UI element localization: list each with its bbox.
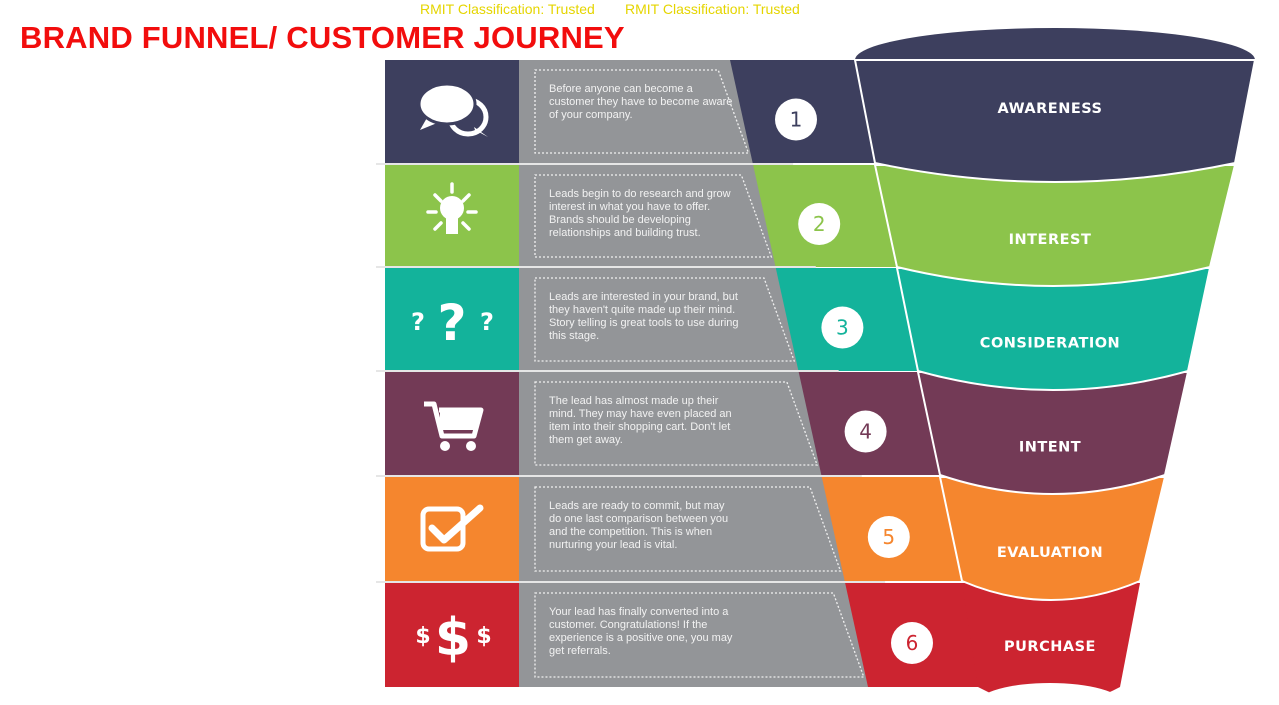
funnel-band-evaluation bbox=[938, 476, 1167, 601]
stage-description: Your lead has finally converted into a c… bbox=[549, 606, 733, 657]
description-band bbox=[519, 583, 868, 687]
step-number-circle bbox=[844, 410, 887, 453]
funnel-bottom-opening bbox=[978, 683, 1122, 705]
svg-text:$: $ bbox=[476, 624, 491, 649]
funnel-band-purchase bbox=[962, 583, 1140, 705]
stage-row-intent: 4 bbox=[385, 372, 985, 475]
description-band bbox=[519, 60, 753, 163]
stage-label: CONSIDERATION bbox=[980, 336, 1120, 352]
dollar-signs-icon: $$$ bbox=[415, 608, 491, 668]
stage-row-purchase: $$$6 bbox=[385, 583, 985, 687]
stage-label: PURCHASE bbox=[1004, 639, 1096, 655]
stage-label: AWARENESS bbox=[998, 101, 1103, 117]
checkbox-icon bbox=[420, 504, 484, 552]
description-band bbox=[519, 165, 776, 267]
step-number: 3 bbox=[836, 316, 849, 340]
stage-description: Leads are ready to commit, but may do on… bbox=[549, 500, 729, 551]
lightbulb-icon bbox=[426, 182, 478, 234]
stage-row-evaluation: 5 bbox=[385, 477, 985, 581]
stage-description: Before anyone can become a customer they… bbox=[549, 83, 733, 121]
step-number-circle bbox=[891, 622, 933, 664]
question-marks-icon: ??? bbox=[411, 294, 494, 352]
svg-text:$: $ bbox=[415, 624, 430, 649]
description-box bbox=[534, 277, 796, 362]
stage-description: Leads begin to do research and grow inte… bbox=[549, 188, 731, 239]
description-band bbox=[519, 477, 845, 581]
classification-label-overlay: RMIT Classification: Trusted bbox=[625, 1, 800, 17]
step-number-circle bbox=[867, 516, 910, 558]
description-box bbox=[534, 69, 750, 154]
description-band bbox=[519, 268, 799, 371]
classification-label: RMIT Classification: Trusted bbox=[420, 1, 595, 17]
svg-text:$: $ bbox=[435, 608, 471, 668]
description-band bbox=[519, 372, 822, 475]
step-number-circle bbox=[798, 203, 841, 245]
step-number-circle bbox=[775, 98, 817, 141]
funnel-band-consideration bbox=[895, 267, 1212, 391]
funnel-band-interest bbox=[873, 164, 1237, 287]
page-title: BRAND FUNNEL/ CUSTOMER JOURNEY bbox=[20, 20, 625, 55]
step-number: 4 bbox=[859, 420, 872, 444]
shopping-cart-icon bbox=[424, 401, 484, 451]
stage-row-consideration: ??? 3 bbox=[385, 268, 985, 371]
step-number-circle bbox=[821, 306, 864, 349]
description-box bbox=[534, 174, 773, 258]
stage-label: INTENT bbox=[1019, 440, 1081, 456]
chat-bubbles-icon bbox=[417, 82, 489, 137]
stage-description: Leads are interested in your brand, but … bbox=[549, 291, 739, 342]
description-box bbox=[534, 592, 865, 678]
stage-label: EVALUATION bbox=[997, 545, 1103, 561]
step-number: 2 bbox=[813, 212, 826, 236]
funnel-band-intent bbox=[916, 371, 1190, 495]
step-number: 6 bbox=[906, 631, 919, 655]
svg-text:?: ? bbox=[480, 308, 494, 336]
description-box bbox=[534, 381, 819, 466]
funnel-band-awareness bbox=[853, 59, 1257, 183]
step-number: 5 bbox=[882, 525, 895, 549]
description-box bbox=[534, 486, 842, 572]
svg-text:?: ? bbox=[411, 308, 425, 336]
stage-label: INTEREST bbox=[1009, 232, 1092, 248]
step-number: 1 bbox=[790, 108, 803, 132]
stage-description: The lead has almost made up their mind. … bbox=[549, 395, 732, 446]
svg-text:?: ? bbox=[437, 294, 466, 352]
